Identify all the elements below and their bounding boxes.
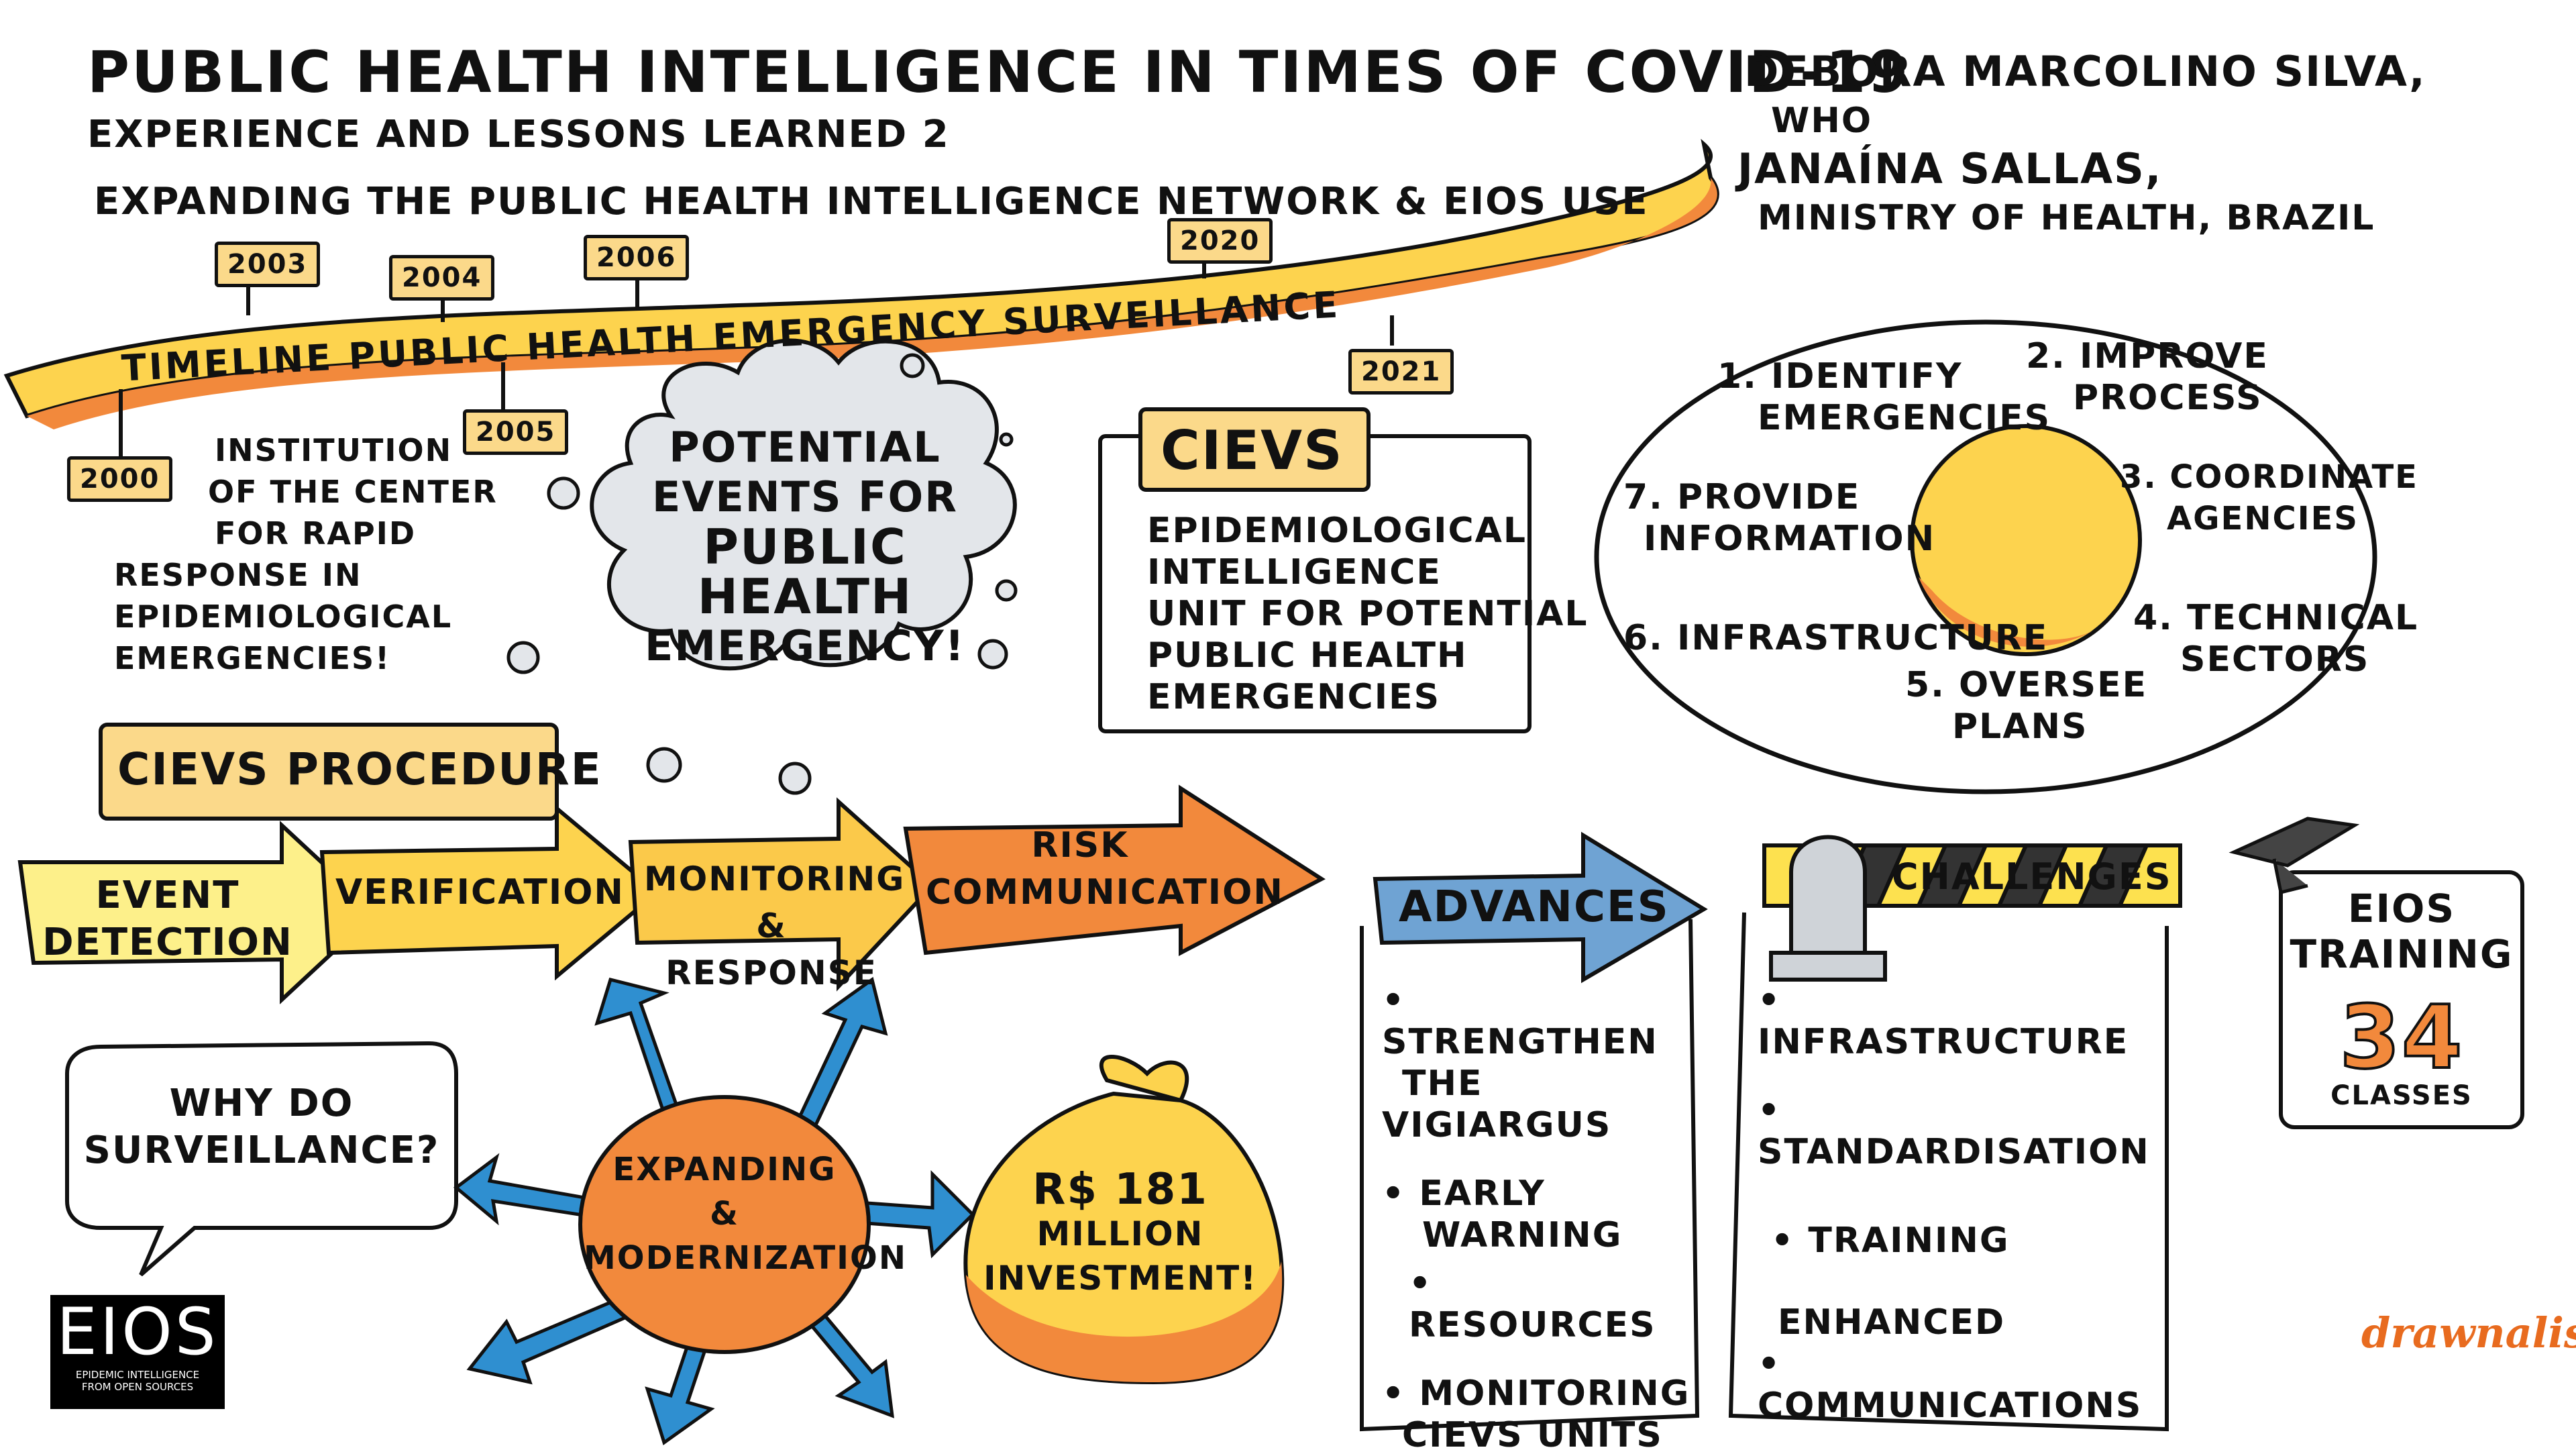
cievs-label: CIEVS <box>1161 419 1344 482</box>
author-org-2: MINISTRY OF HEALTH, BRAZIL <box>1758 198 2375 238</box>
cloud-puffs <box>506 353 1018 795</box>
training-box <box>2279 870 2524 1129</box>
page-title: PUBLIC HEALTH INTELLIGENCE IN TIMES OF C… <box>87 39 1911 106</box>
training-count: 34 <box>2339 985 2464 1090</box>
function-6: 6. INFRASTRUCTURE <box>1623 618 2049 658</box>
advances-item: • RESOURCES <box>1409 1263 1656 1345</box>
cievs-label-box <box>1138 407 1371 492</box>
advances-box <box>1360 919 1700 1432</box>
page-topic: EXPANDING THE PUBLIC HEALTH INTELLIGENCE… <box>94 180 1649 223</box>
sun-circle <box>1910 424 2142 656</box>
challenges-list: • INFRASTRUCTURE • STANDARDISATION • TRA… <box>1758 980 2160 1426</box>
challenges-box <box>1728 912 2169 1432</box>
money-bag <box>963 1055 1285 1385</box>
challenges-item: • STANDARDISATION <box>1758 1090 2150 1172</box>
advances-arrow <box>1373 831 1708 984</box>
timeline-banner <box>3 138 1719 429</box>
challenges-item: • TRAINING <box>1771 1220 2010 1261</box>
procedure-label: CIEVS PROCEDURE <box>117 743 602 795</box>
drawnalism-signature: drawnalism <box>2361 1308 2576 1357</box>
institution-text: INSTITUTION OF THE CENTER FOR RAPID RESP… <box>114 432 498 676</box>
expansion-arrows <box>453 976 975 1446</box>
year-2004: 2004 <box>389 255 495 301</box>
year-2000: 2000 <box>67 456 173 502</box>
year-2003: 2003 <box>215 242 321 287</box>
author-org-1: WHO <box>1771 101 1873 141</box>
challenges-item: ENHANCED• COMMUNICATIONS <box>1758 1302 2143 1426</box>
cievs-description: EPIDEMIOLOGICAL INTELLIGENCE UNIT FOR PO… <box>1147 511 1589 717</box>
author-name-1: DEBORA MARCOLINO SILVA, <box>1744 47 2426 96</box>
training-unit: CLASSES <box>2330 1080 2473 1111</box>
challenges-item: • INFRASTRUCTURE <box>1758 980 2129 1062</box>
advances-label: ADVANCES <box>1399 882 1670 932</box>
why-bubble <box>65 1041 458 1277</box>
challenges-label: CHALLENGES <box>1892 855 2172 898</box>
challenges-barrier <box>1762 835 2182 982</box>
eios-logo: EIOS EPIDEMIC INTELLIGENCE FROM OPEN SOU… <box>50 1295 225 1409</box>
year-2021: 2021 <box>1348 349 1454 395</box>
author-name-2: JANAÍNA SALLAS, <box>1737 144 2163 193</box>
page-subtitle: EXPERIENCE AND LESSONS LEARNED 2 <box>87 113 950 156</box>
year-2020: 2020 <box>1167 218 1273 264</box>
expanding-circle <box>578 1095 871 1354</box>
procedure-label-box <box>99 723 559 821</box>
year-2005: 2005 <box>463 409 569 455</box>
procedure-arrows <box>17 784 1326 1004</box>
procedure-step-monitoring: MONITORING& RESPONSE <box>644 860 906 992</box>
event-cloud <box>590 338 1017 671</box>
sun-shade <box>1919 577 2093 647</box>
year-posts <box>119 248 1394 463</box>
expanding-text: EXPANDING&MODERNIZATION <box>584 1151 907 1277</box>
cloud-text: POTENTIAL EVENTS FOR PUBLIC HEALTH EMERG… <box>645 423 965 670</box>
grad-cap-icon <box>2229 817 2360 895</box>
year-2006: 2006 <box>584 235 690 280</box>
procedure-step-verification: VERIFICATION <box>335 872 625 913</box>
